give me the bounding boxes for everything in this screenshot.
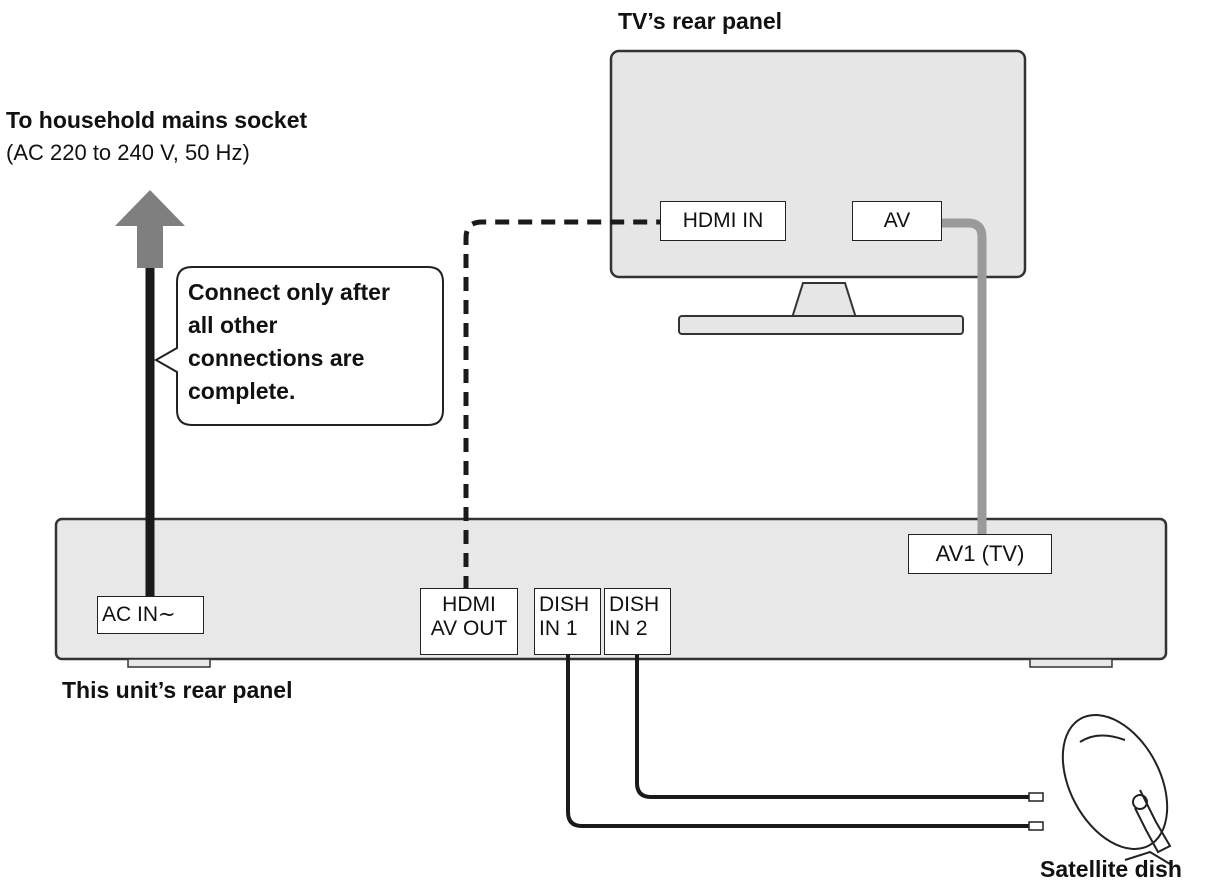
- callout-line-4: complete.: [188, 378, 296, 404]
- dish-in-2-line-2: IN 2: [609, 617, 648, 640]
- tv-av-port: AV: [852, 201, 942, 241]
- dish-cable-1: [566, 652, 1030, 828]
- hdmi-av-out-port: HDMI AV OUT: [420, 588, 518, 655]
- dish-in-1-port: DISH IN 1: [534, 588, 601, 655]
- hdmi-cable: [463, 219, 660, 590]
- dish-in-1-line-2: IN 1: [539, 617, 578, 640]
- dish-plug-2: [1028, 792, 1044, 802]
- tv: [609, 49, 1027, 335]
- av1-tv-port: AV1 (TV): [908, 534, 1052, 574]
- tv-stand-neck: [790, 282, 858, 319]
- dish-in-2-line-1: DISH: [609, 593, 660, 616]
- mains-socket-title: To household mains socket: [6, 107, 308, 133]
- satellite-dish-label: Satellite dish: [1040, 856, 1182, 882]
- dish-plug-1: [1028, 821, 1044, 831]
- unit-foot-right: [1029, 658, 1113, 668]
- dish-in-1-line-1: DISH: [539, 593, 590, 616]
- ac-in-port: AC IN∼: [97, 596, 204, 634]
- tv-screen: [609, 49, 1027, 279]
- mains-up-arrow-icon: [115, 190, 185, 268]
- tv-stand-base: [678, 315, 964, 335]
- unit-foot-left: [127, 658, 211, 668]
- callout-bubble: [153, 266, 444, 426]
- dish-cable-2: [635, 652, 1030, 799]
- callout-line-3: connections are: [188, 345, 365, 371]
- hdmi-av-out-line-1: HDMI: [442, 593, 496, 616]
- callout-line-2: all other: [188, 312, 278, 338]
- tv-hdmi-in-port: HDMI IN: [660, 201, 786, 241]
- unit-rear-panel-label: This unit’s rear panel: [62, 677, 293, 703]
- dish-in-2-port: DISH IN 2: [604, 588, 671, 655]
- av-cable: [940, 218, 987, 534]
- satellite-dish-icon: [1061, 714, 1172, 865]
- mains-socket-spec: (AC 220 to 240 V, 50 Hz): [6, 140, 250, 165]
- tv-rear-panel-label: TV’s rear panel: [618, 8, 783, 34]
- callout-text: Connect only after all other connections…: [188, 276, 390, 408]
- hdmi-av-out-line-2: AV OUT: [430, 617, 508, 640]
- callout-line-1: Connect only after: [188, 279, 390, 305]
